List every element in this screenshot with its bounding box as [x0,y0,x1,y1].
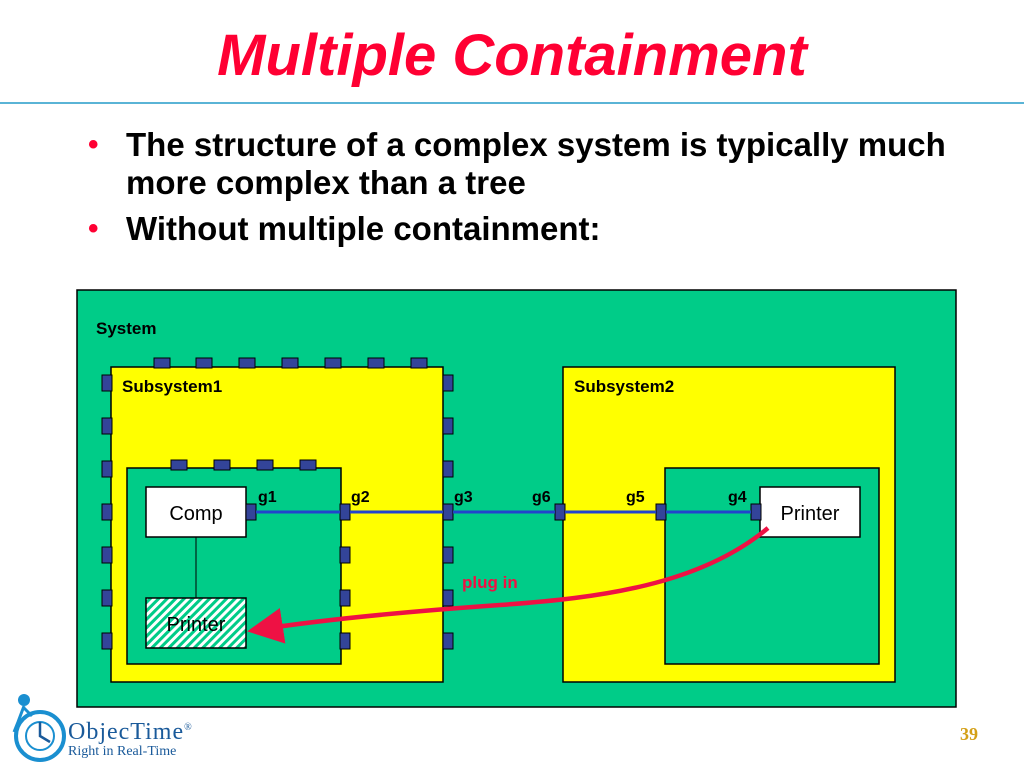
company-logo: ObjecTime® Right in Real-Time [68,716,193,760]
port [213,459,231,471]
port-g5 [655,503,667,521]
port [101,503,113,521]
gate-label-g3: g3 [454,489,473,506]
port-g3 [442,503,454,521]
plug-in-arrow [247,526,770,644]
gate-label-g4: g4 [728,489,747,506]
gate-label-g2: g2 [351,489,370,506]
bullet-dot-icon: • [88,212,99,245]
port [195,357,213,369]
printer-ghost-box [145,597,247,649]
port-g6 [554,503,566,521]
port [238,357,256,369]
bullet-item: • The structure of a complex system is t… [78,126,958,202]
printer-ghost-label: Printer [167,614,226,636]
bullet-text: Without multiple containment: [126,210,601,247]
bullet-text: The structure of a complex system is typ… [126,126,946,201]
port-g4 [750,503,762,521]
title-divider [0,102,1024,104]
plug-in-label: plug in [462,573,518,592]
port [339,589,351,607]
bullet-list: • The structure of a complex system is t… [78,126,958,256]
subsystem1-label: Subsystem1 [122,377,222,396]
port [256,459,274,471]
company-tagline: Right in Real-Time [68,744,177,759]
bullet-item: • Without multiple containment: [78,210,958,248]
stopwatch-figure-icon [12,694,66,762]
port [442,632,454,650]
slide-title: Multiple Containment [217,23,807,88]
port [101,589,113,607]
port [442,589,454,607]
port [442,460,454,478]
subsystem1-left-ports [101,374,113,650]
port [442,546,454,564]
gate-label-g6: g6 [532,489,551,506]
subsystem1-top-ports [153,357,428,369]
port [410,357,428,369]
comp-label: Comp [169,503,222,525]
printer-box [759,486,861,538]
port [324,357,342,369]
port [101,460,113,478]
port [281,357,299,369]
gate-labels: g1 g2 g3 g6 g5 g4 [258,489,747,506]
port [442,374,454,392]
gate-label-g1: g1 [258,489,277,506]
port [153,357,171,369]
printer-label: Printer [781,503,840,525]
system-label: System [96,319,156,338]
bullet-dot-icon: • [88,128,99,161]
port [101,374,113,392]
port-g2 [339,503,351,521]
port [339,632,351,650]
port [299,459,317,471]
port [101,417,113,435]
company-name: ObjecTime® [68,719,193,745]
port-g1 [245,503,257,521]
gate-label-g5: g5 [626,489,645,506]
subsystem2-label: Subsystem2 [574,377,674,396]
port [339,546,351,564]
port [170,459,188,471]
inner1-top-ports [170,459,317,471]
port [367,357,385,369]
port [101,546,113,564]
page-number: 39 [960,724,978,744]
port [101,632,113,650]
comp-box [145,486,247,538]
port [442,417,454,435]
